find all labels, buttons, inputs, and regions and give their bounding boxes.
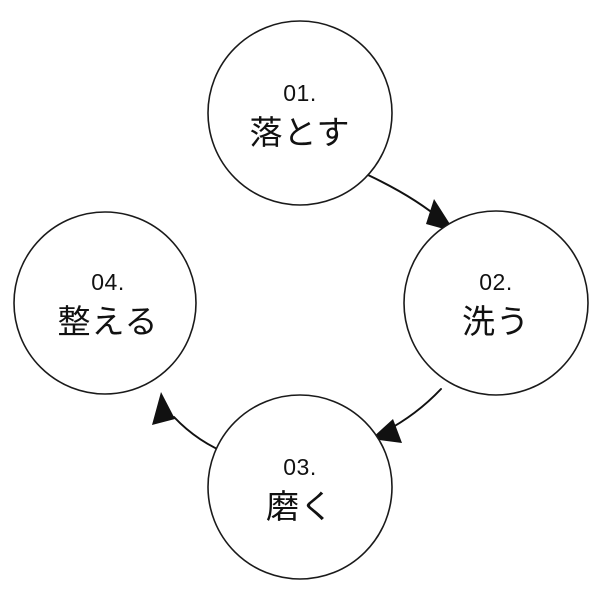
arrow-02-to-03-head [371, 419, 402, 443]
node-01-number: 01. [283, 80, 316, 106]
node-02-label: 洗う [462, 302, 530, 341]
node-03-number: 03. [283, 454, 316, 480]
node-04-circle[interactable] [13, 211, 197, 395]
arrow-03-to-04-head [152, 392, 175, 425]
node-02-group[interactable]: 02. 洗う [403, 210, 589, 396]
arrow-01-to-02 [367, 174, 455, 232]
node-03-label: 磨く [266, 487, 334, 526]
node-04-number: 04. [91, 269, 124, 295]
node-02-number: 02. [479, 269, 512, 295]
node-04-group[interactable]: 04. 整える [13, 211, 197, 395]
node-02-circle[interactable] [403, 210, 589, 396]
node-03-circle[interactable] [207, 394, 393, 580]
arrow-02-to-03 [371, 388, 442, 443]
node-04-label: 整える [57, 302, 158, 341]
node-01-group[interactable]: 01. 落とす [207, 20, 393, 206]
node-01-circle[interactable] [207, 20, 393, 206]
node-03-group[interactable]: 03. 磨く [207, 394, 393, 580]
node-01-label: 落とす [249, 113, 350, 152]
